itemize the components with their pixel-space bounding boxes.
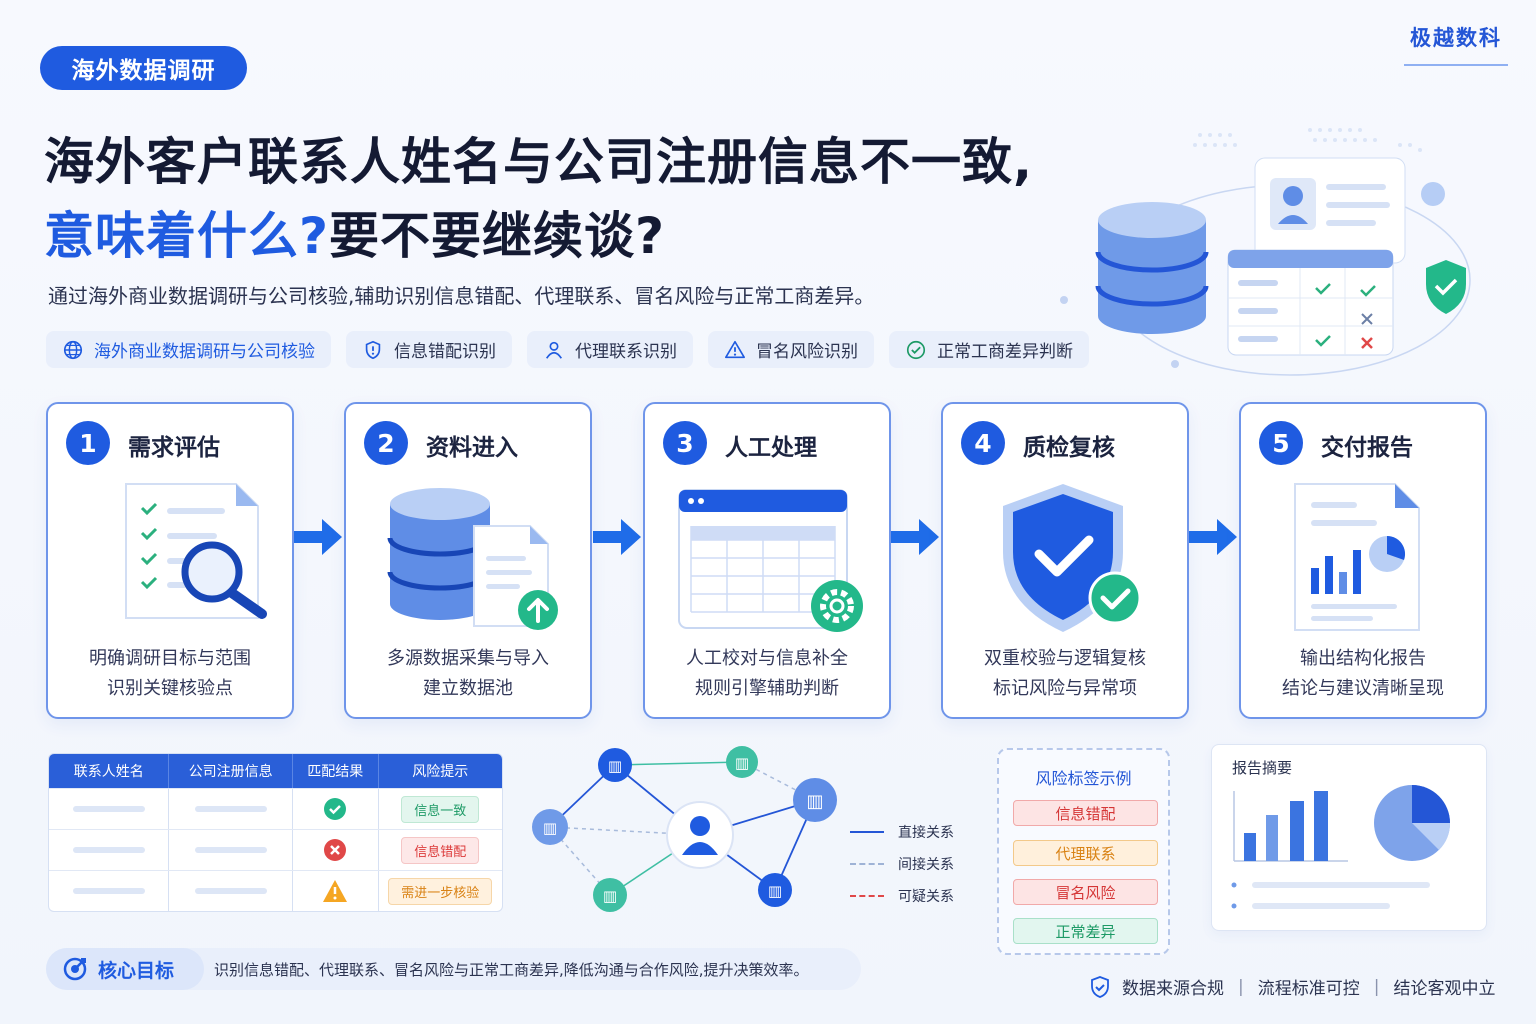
svg-text:▥: ▥ bbox=[768, 882, 782, 900]
report-chart-icon bbox=[1294, 483, 1420, 631]
step-description: 多源数据采集与导入建立数据池 bbox=[387, 648, 549, 699]
svg-text:▥: ▥ bbox=[806, 791, 823, 812]
step-description: 双重校验与逻辑复核标记风险与异常项 bbox=[984, 648, 1146, 699]
chip-label: 正常工商差异判断 bbox=[937, 342, 1073, 362]
header-risk-hint: 风险提示 bbox=[412, 764, 469, 780]
step-number: 4 bbox=[961, 421, 1005, 465]
risk-badge: 信息错配 bbox=[401, 836, 480, 864]
header-match-result: 匹配结果 bbox=[293, 754, 379, 788]
arrow-right-icon bbox=[1189, 519, 1237, 555]
step-title: 资料进入 bbox=[426, 435, 518, 461]
section-tag: 海外数据调研 bbox=[40, 46, 247, 90]
risk-tag: 代理联系 bbox=[1013, 840, 1158, 866]
risk-tag: 冒名风险 bbox=[1013, 879, 1158, 905]
chip-normal-difference: 正常工商差异判断 bbox=[889, 331, 1089, 368]
table-row: 信息错配 bbox=[49, 829, 502, 870]
core-goal-bar: 核心目标 识别信息错配、代理联系、冒名风险与正常工商差异,降低沟通与合作风险,提… bbox=[46, 948, 861, 990]
chip-mismatch: 信息错配识别 bbox=[346, 331, 512, 368]
chip-label: 冒名风险识别 bbox=[756, 342, 858, 362]
report-summary-card: 报告摘要 bbox=[1211, 744, 1487, 931]
step-number: 1 bbox=[66, 421, 110, 465]
relation-network-diagram: ▥ ▥ ▥ ▥ ▥ ▥ bbox=[532, 746, 837, 912]
user-icon bbox=[545, 341, 563, 359]
page-subtitle: 通过海外商业数据调研与公司核验,辅助识别信息错配、代理联系、冒名风险与正常工商差… bbox=[48, 284, 875, 308]
target-icon bbox=[63, 957, 87, 981]
step-number: 3 bbox=[663, 421, 707, 465]
risk-tag-examples: 风险标签示例 信息错配 代理联系 冒名风险 正常差异 bbox=[997, 748, 1170, 955]
table-row: 信息一致 bbox=[49, 788, 502, 829]
chip-label: 代理联系识别 bbox=[575, 342, 677, 362]
title-question: 意味着什么? bbox=[44, 207, 330, 265]
step-title: 质检复核 bbox=[1023, 435, 1115, 461]
report-chart-icon bbox=[1231, 785, 1451, 909]
title-question-rest: 要不要继续谈? bbox=[329, 207, 666, 265]
relation-legend: 直接关系 间接关系 可疑关系 bbox=[850, 816, 954, 912]
chip-label: 海外商业数据调研与公司核验 bbox=[94, 342, 315, 362]
check-icon bbox=[324, 798, 347, 820]
core-goal-label: 核心目标 bbox=[46, 948, 204, 990]
shield-check-icon bbox=[1003, 484, 1142, 632]
cross-icon bbox=[324, 839, 347, 861]
step-description: 人工校对与信息补全规则引擎辅助判断 bbox=[686, 648, 848, 699]
page-title-line2: 意味着什么?要不要继续谈? bbox=[44, 196, 665, 268]
arrow-right-icon bbox=[891, 519, 939, 555]
core-goal-text: 识别信息错配、代理联系、冒名风险与正常工商差异,降低沟通与合作风险,提升决策效率… bbox=[214, 960, 809, 979]
chip-overseas-research: 海外商业数据调研与公司核验 bbox=[46, 331, 331, 368]
svg-text:▥: ▥ bbox=[543, 819, 557, 837]
legend-suspicious: 可疑关系 bbox=[850, 880, 954, 912]
chip-agent-contact: 代理联系识别 bbox=[527, 331, 693, 368]
step-description: 输出结构化报告结论与建议清晰呈现 bbox=[1282, 648, 1444, 699]
step-title: 人工处理 bbox=[725, 435, 817, 461]
step-card-2: 2 资料进入 多源数据采集与导入建立数据池 bbox=[344, 402, 592, 719]
step-number: 2 bbox=[364, 421, 408, 465]
legend-indirect: 间接关系 bbox=[850, 848, 954, 880]
hero-illustration bbox=[1060, 128, 1471, 376]
legend-direct: 直接关系 bbox=[850, 816, 954, 848]
chip-impersonation: 冒名风险识别 bbox=[708, 331, 874, 368]
step-title: 交付报告 bbox=[1321, 435, 1413, 461]
step-card-5: 5 交付报告 输出结构化报告结论与建议清晰呈现 bbox=[1239, 402, 1487, 719]
step-description: 明确调研目标与范围识别关键核验点 bbox=[89, 648, 251, 699]
shield-check-icon bbox=[1091, 975, 1109, 998]
check-circle-icon bbox=[906, 340, 926, 359]
spreadsheet-settings-icon bbox=[678, 489, 863, 632]
page-title-line1: 海外客户联系人姓名与公司注册信息不一致, bbox=[44, 133, 1033, 191]
risk-tag: 信息错配 bbox=[1013, 800, 1158, 826]
shield-alert-icon bbox=[365, 340, 381, 359]
step-card-3: 3 人工处理 人工校对与信息补全规则引擎辅助判断 bbox=[643, 402, 891, 719]
assurance-item: 流程标准可控 bbox=[1257, 979, 1360, 999]
risk-tags-title: 风险标签示例 bbox=[1035, 769, 1132, 788]
chip-label: 信息错配识别 bbox=[394, 342, 496, 362]
warning-icon bbox=[725, 340, 745, 358]
step-card-1: 1 需求评估 明确调研目标与范围识别关键核验点 bbox=[46, 402, 294, 719]
brand-logo: 极越数科 bbox=[1404, 22, 1508, 66]
svg-text:▥: ▥ bbox=[608, 757, 622, 775]
risk-badge: 信息一致 bbox=[401, 795, 480, 823]
company-node-icon: ▥ ▥ ▥ ▥ ▥ ▥ bbox=[532, 746, 837, 912]
globe-icon bbox=[63, 340, 83, 359]
step-card-4: 4 质检复核 双重校验与逻辑复核标记风险与异常项 bbox=[941, 402, 1189, 719]
arrow-right-icon bbox=[593, 519, 641, 555]
step-title: 需求评估 bbox=[128, 435, 220, 461]
report-summary-title: 报告摘要 bbox=[1232, 759, 1293, 777]
risk-badge: 需进一步核验 bbox=[388, 877, 493, 905]
warning-icon bbox=[323, 880, 348, 902]
svg-text:▥: ▥ bbox=[603, 887, 617, 905]
database-upload-icon bbox=[387, 488, 558, 630]
assurance-item: 数据来源合规 bbox=[1122, 979, 1224, 999]
assurance-strip: 数据来源合规 | 流程标准可控 | 结论客观中立 bbox=[1088, 974, 1495, 999]
header-contact-name: 联系人姓名 bbox=[49, 754, 170, 788]
document-search-icon bbox=[125, 483, 267, 619]
table-header: 联系人姓名 公司注册信息 匹配结果 风险提示 bbox=[49, 754, 502, 788]
arrow-right-icon bbox=[294, 519, 342, 555]
capability-chips: 海外商业数据调研与公司核验 信息错配识别 代理联系识别 冒名风险识别 正常工商差… bbox=[46, 331, 1089, 368]
step-number: 5 bbox=[1259, 421, 1303, 465]
header-company-info: 公司注册信息 bbox=[169, 754, 293, 788]
table-row: 需进一步核验 bbox=[49, 870, 502, 911]
risk-tag: 正常差异 bbox=[1013, 918, 1158, 944]
svg-text:▥: ▥ bbox=[735, 754, 749, 772]
assurance-item: 结论客观中立 bbox=[1393, 979, 1496, 999]
match-result-table: 联系人姓名 公司注册信息 匹配结果 风险提示 信息一致 信息错配 需进一步核验 bbox=[48, 753, 503, 912]
